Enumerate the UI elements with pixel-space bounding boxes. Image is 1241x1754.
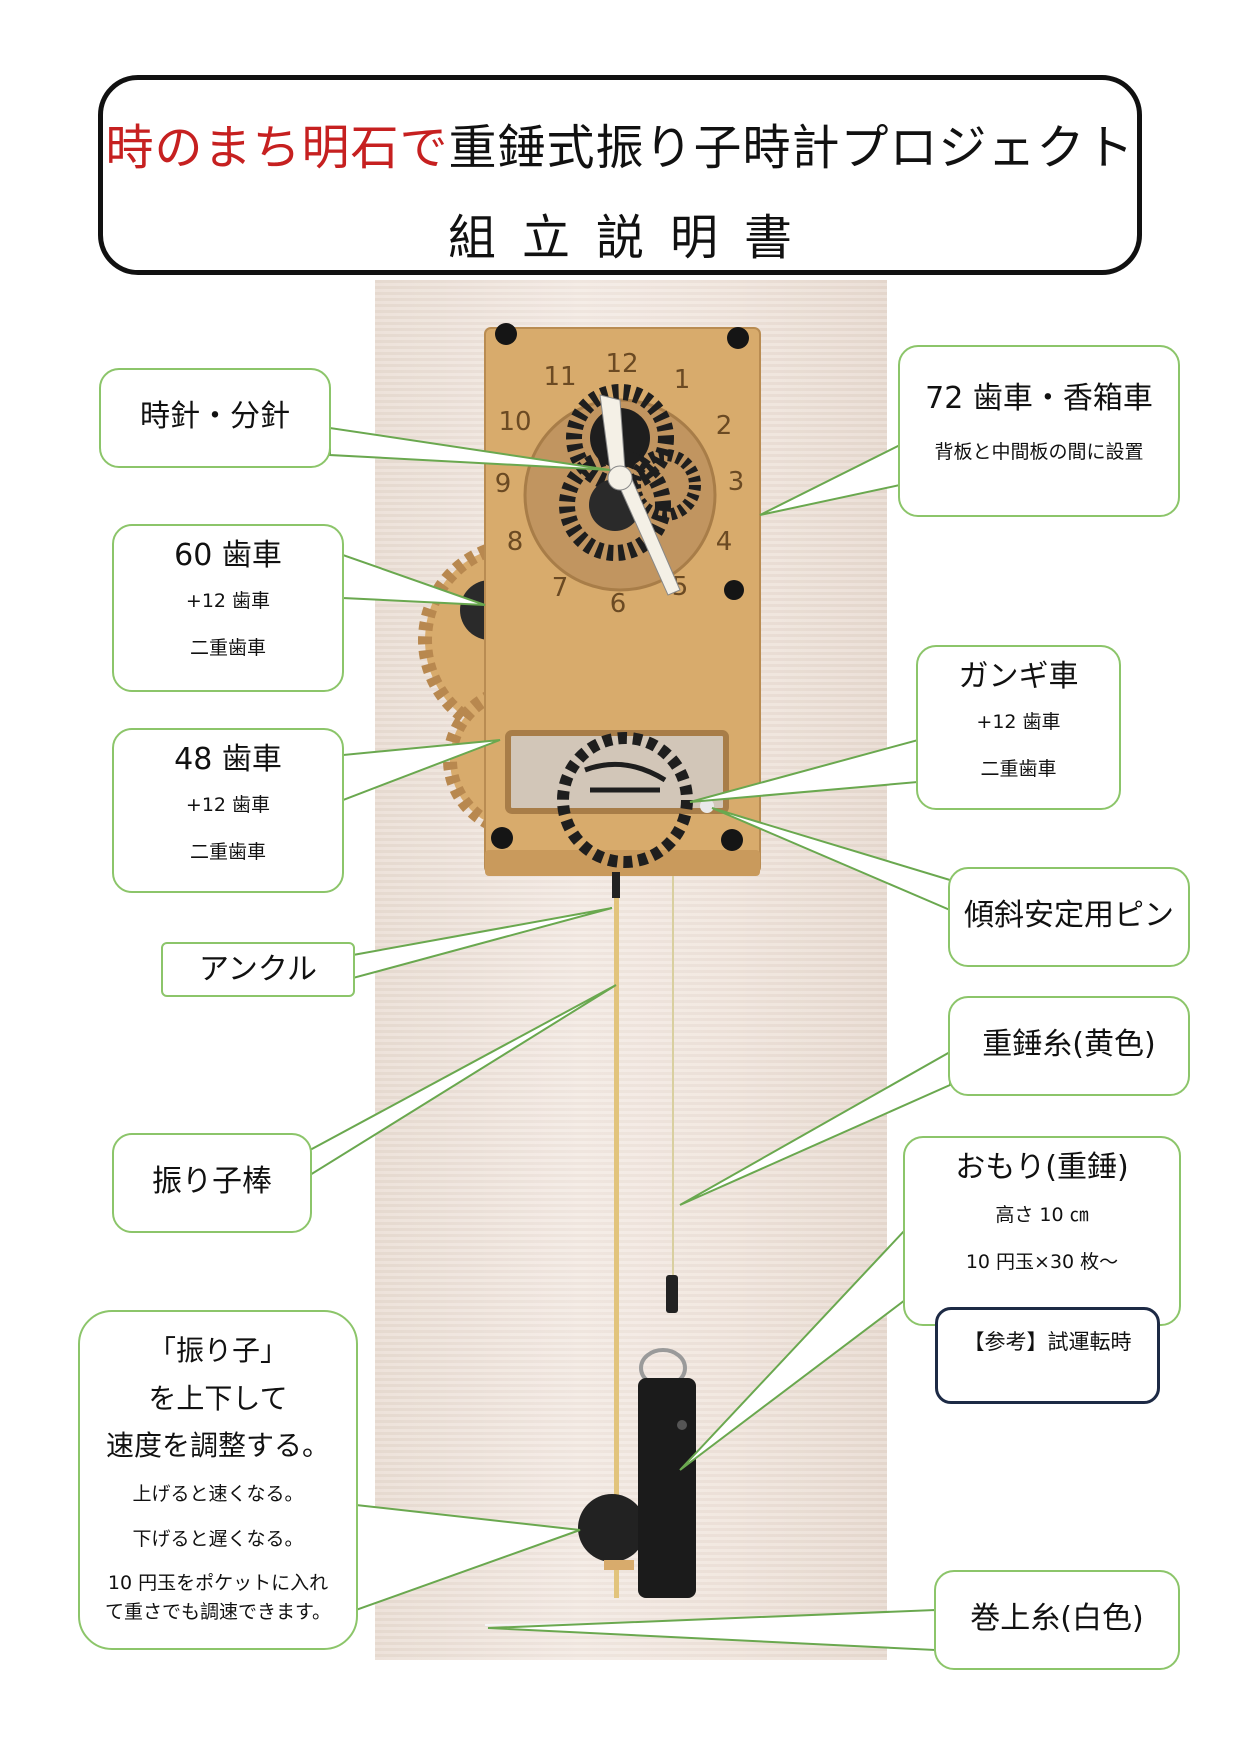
corner-pin-mr <box>724 580 744 600</box>
leader-gear72 <box>759 443 901 516</box>
callout-gear48-label: 48 歯車 <box>174 742 282 777</box>
corner-pin-bl <box>491 827 513 849</box>
escape-wheel <box>557 732 693 868</box>
pendulum-bob-clip <box>604 1560 634 1570</box>
numeral-6: 6 <box>610 589 627 619</box>
callout-winding-thread-label: 巻上糸(白色) <box>970 1601 1144 1636</box>
thread-clip <box>666 1275 678 1313</box>
callout-anchor: アンクル <box>161 942 355 997</box>
callout-pendulum-adjust-line3: 速度を調整する。 <box>105 1429 330 1463</box>
numeral-4: 4 <box>716 527 733 557</box>
callout-gear60-label: 60 歯車 <box>174 538 282 573</box>
leader-winding-thread <box>487 1608 936 1652</box>
callout-winding-thread: 巻上糸(白色) <box>934 1570 1180 1670</box>
callout-ganki-label: ガンギ車 <box>958 659 1079 694</box>
callout-gear48-line2: +12 歯車 <box>185 794 271 816</box>
escapement-window <box>505 730 729 814</box>
title-main: 重錘式振り子時計プロジェクト <box>448 120 1135 176</box>
pendulum-bob <box>578 1494 646 1562</box>
callout-gear48-line3: 二重歯車 <box>189 840 266 863</box>
weight-cylinder <box>638 1378 696 1598</box>
callout-ganki-line2: +12 歯車 <box>976 711 1061 733</box>
tilt-pin <box>700 799 714 813</box>
callout-pendulum-adjust-line4: 上げると速くなる。 <box>132 1482 304 1505</box>
escape-wheel-spokes <box>584 761 667 793</box>
leader-lines <box>309 426 951 1652</box>
callout-anchor-label: アンクル <box>199 952 317 987</box>
numeral-3: 3 <box>728 467 745 497</box>
callout-pendulum-rod: 振り子棒 <box>112 1133 312 1233</box>
callout-weight-thread: 重錘糸(黄色) <box>948 996 1190 1096</box>
callout-hands: 時針・分針 <box>99 368 331 468</box>
title-accent: 時のまち明石で <box>105 120 449 176</box>
numeral-10: 10 <box>498 407 531 437</box>
callout-weight-line3: 10 円玉×30 枚～ <box>965 1250 1119 1273</box>
dial-gear-top <box>566 384 674 492</box>
callout-pendulum-adjust-line1: 「振り子」 <box>147 1334 288 1367</box>
callout-ganki-line3: 二重歯車 <box>980 757 1057 780</box>
callout-weight-line2: 高さ 10 ㎝ <box>995 1204 1089 1226</box>
leader-weight <box>679 1227 906 1471</box>
callout-weight: おもり(重錘) 高さ 10 ㎝ 10 円玉×30 枚～ <box>903 1136 1181 1326</box>
callout-gear72-note: 背板と中間板の間に設置 <box>934 441 1144 463</box>
callout-weight-thread-label: 重錘糸(黄色) <box>982 1027 1156 1062</box>
corner-pin-tl <box>495 323 517 345</box>
numeral-2: 2 <box>716 411 733 441</box>
callout-gear72: 72 歯車・香箱車 背板と中間板の間に設置 <box>898 345 1180 517</box>
title-subtitle: 組立説明書 <box>447 210 818 266</box>
callout-gear60-line2: +12 歯車 <box>185 590 271 612</box>
anchor-rod <box>612 872 620 898</box>
title-line-1: 時のまち明石で重錘式振り子時計プロジェクト <box>103 108 1137 178</box>
callout-reference: 【参考】試運転時 <box>935 1307 1160 1404</box>
callout-weight-label: おもり(重錘) <box>955 1150 1129 1185</box>
callout-tilt-pin-label: 傾斜安定用ピン <box>964 898 1174 933</box>
leader-anchor <box>352 907 613 980</box>
callout-gear60-line3: 二重歯車 <box>189 636 266 659</box>
cardboard-base <box>485 850 760 876</box>
pendulum-rod <box>614 898 619 1598</box>
corner-pin-tr <box>727 327 749 349</box>
numeral-8: 8 <box>507 527 524 557</box>
numeral-7: 7 <box>552 573 569 603</box>
callout-pendulum-adjust-line7: て重さでも調速できます。 <box>104 1601 332 1624</box>
callout-pendulum-adjust-line6: 10 円玉をポケットに入れ <box>107 1572 329 1595</box>
callout-gear60: 60 歯車 +12 歯車 二重歯車 <box>112 524 344 692</box>
callout-hands-label: 時針・分針 <box>140 399 290 434</box>
callout-gear72-label: 72 歯車・香箱車 <box>925 381 1153 416</box>
leader-pendulum-adjust <box>355 1503 581 1612</box>
callout-pendulum-adjust: 「振り子」 を上下して 速度を調整する。 上げると速くなる。 下げると遅くなる。… <box>78 1310 358 1650</box>
callout-reference-label: 【参考】試運転時 <box>963 1330 1132 1354</box>
callout-pendulum-rod-label: 振り子棒 <box>152 1164 272 1199</box>
weight-screw <box>677 1420 687 1430</box>
callout-ganki: ガンギ車 +12 歯車 二重歯車 <box>916 645 1121 810</box>
title-box: 時のまち明石で重錘式振り子時計プロジェクト 組立説明書 <box>98 75 1142 275</box>
clock-numerals: 12 1 2 3 4 5 6 7 8 9 10 11 <box>495 349 745 619</box>
corner-pin-br <box>721 829 743 851</box>
hand-hub <box>607 465 633 491</box>
callout-pendulum-adjust-line2: を上下して <box>148 1381 288 1415</box>
callout-gear48: 48 歯車 +12 歯車 二重歯車 <box>112 728 344 893</box>
numeral-12: 12 <box>605 349 638 379</box>
numeral-11: 11 <box>543 362 576 392</box>
numeral-9: 9 <box>495 469 512 499</box>
callout-pendulum-adjust-line5: 下げると遅くなる。 <box>132 1527 304 1550</box>
callout-tilt-pin: 傾斜安定用ピン <box>948 867 1190 967</box>
numeral-1: 1 <box>674 365 691 395</box>
leader-pendulum-rod <box>309 984 617 1177</box>
